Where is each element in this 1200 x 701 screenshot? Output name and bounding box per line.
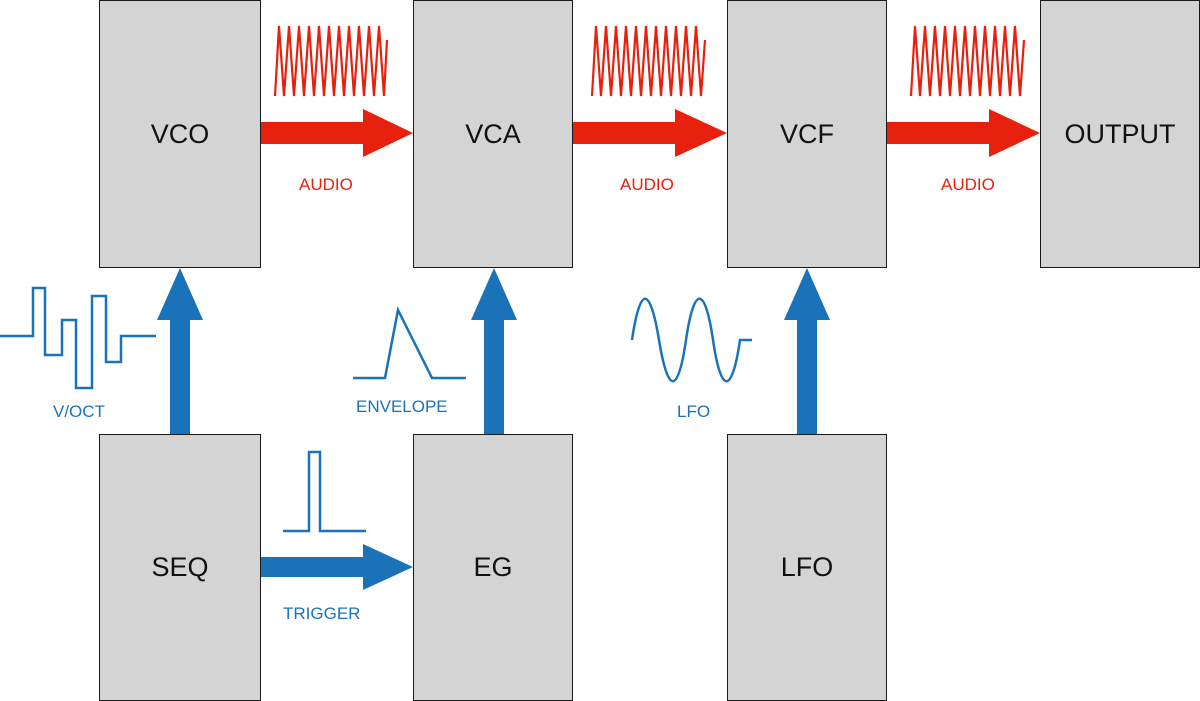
envelope-label: ENVELOPE <box>356 397 448 416</box>
lfo-arrow <box>784 268 830 434</box>
eg-label: EG <box>473 552 513 582</box>
vca-block: VCA <box>413 0 573 268</box>
audio-label-1: AUDIO <box>299 175 353 194</box>
audio-arrow-vca-vcf <box>573 109 727 157</box>
vca-label: VCA <box>465 118 521 149</box>
audio-label-2: AUDIO <box>620 175 674 194</box>
sine-wave-icon <box>630 297 752 383</box>
output-label: OUTPUT <box>1064 118 1176 149</box>
vcf-label: VCF <box>780 118 834 149</box>
audio-label-3: AUDIO <box>941 175 995 194</box>
lfo-signal-label: LFO <box>677 402 711 421</box>
seq-label: SEQ <box>151 552 209 582</box>
vcf-block: VCF <box>727 0 887 268</box>
vco-block: VCO <box>99 0 261 268</box>
trigger-pulse-icon <box>283 450 366 533</box>
voct-label: V/OCT <box>53 402 105 421</box>
vco-label: VCO <box>150 118 210 149</box>
trigger-label: TRIGGER <box>283 604 361 623</box>
seq-block: SEQ <box>99 434 261 701</box>
voct-step-wave-icon <box>0 286 156 390</box>
trigger-arrow <box>261 544 413 590</box>
sawtooth-wave-icon <box>909 25 1026 97</box>
voct-arrow <box>157 268 203 434</box>
sawtooth-wave-icon <box>273 25 389 97</box>
audio-arrow-vcf-output <box>887 109 1040 157</box>
sawtooth-wave-icon <box>590 25 707 97</box>
output-block: OUTPUT <box>1040 0 1200 268</box>
envelope-arrow <box>471 268 517 434</box>
eg-block: EG <box>413 434 573 701</box>
lfo-block-label: LFO <box>780 552 834 582</box>
lfo-block: LFO <box>727 434 887 701</box>
audio-arrow-vco-vca <box>261 109 413 157</box>
envelope-wave-icon <box>353 306 466 380</box>
